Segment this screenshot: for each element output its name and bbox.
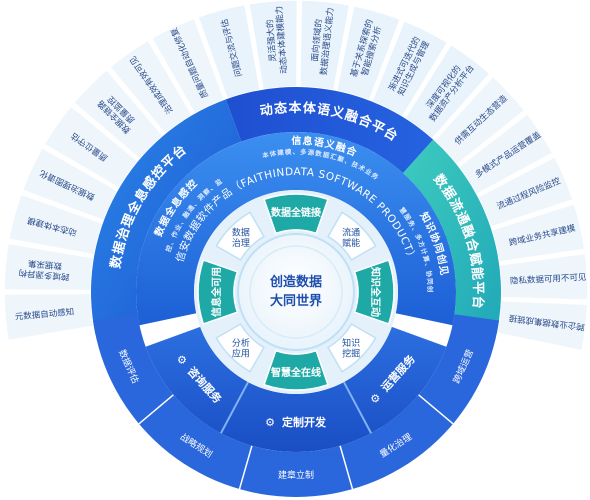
service-custom-label: 定制开发 [282,415,327,429]
inner-petal-bottom [263,349,329,391]
outer-right-label-label: 隐私数据可用不可见 [510,272,587,287]
center-line1: 创造数据 [269,274,322,290]
center-hub: 创造数据 大同世界 [237,233,355,351]
inner-petal-bottom-left [215,322,266,373]
service-divider [343,381,372,434]
inner-petal-top-right [326,211,377,262]
service-divider [220,381,249,434]
inner-label-bottom-right: 知识挖掘 [342,337,360,360]
inner-label-top: 数据全链接 [271,206,321,219]
inner-petal-top-left [215,211,266,262]
bottom-arc-divider [418,394,454,425]
inner-petal-bottom-right [326,322,377,373]
platform-left-band [91,99,242,335]
bottom-arc-band [92,314,500,497]
inner-label-bottom: 智慧全在线 [271,366,321,379]
outer-left-label-label: 元数据自动感知 [14,306,74,322]
bottom-arc-label: 建章立制 [278,469,314,481]
outer-left-label-label: 跨域多源异构数据采集 [18,257,71,283]
inner-label-bottom-left: 分析应用 [232,337,250,360]
outer-ring: 元数据自动感知跨域多源异构数据采集动态本体建模数据治理图谱化质量位守估数据全链路… [3,0,589,352]
code-icon: ⚙ [265,416,275,429]
platform-right-band [403,139,501,335]
inner-label-top-right: 流通赋能 [342,226,360,249]
inner-petal-right [353,259,395,325]
service-band [145,326,447,452]
center-line2: 大同世界 [270,293,322,309]
platform-top-band [225,87,434,174]
inner-petal-top [263,193,329,235]
bottom-arc-divider [339,445,354,490]
bottom-arc-divider [238,445,253,490]
inner-label-left: 信息全可用 [210,267,223,317]
product-band [136,132,456,326]
inner-petal-left [197,259,239,325]
inner-label-top-left: 数据治理 [232,226,250,249]
inner-label-right: 知识全互动 [369,266,382,317]
outer-top-label-label: 灵活强大的动态本体建模能力 [263,6,289,75]
bottom-arc-divider [138,394,174,425]
